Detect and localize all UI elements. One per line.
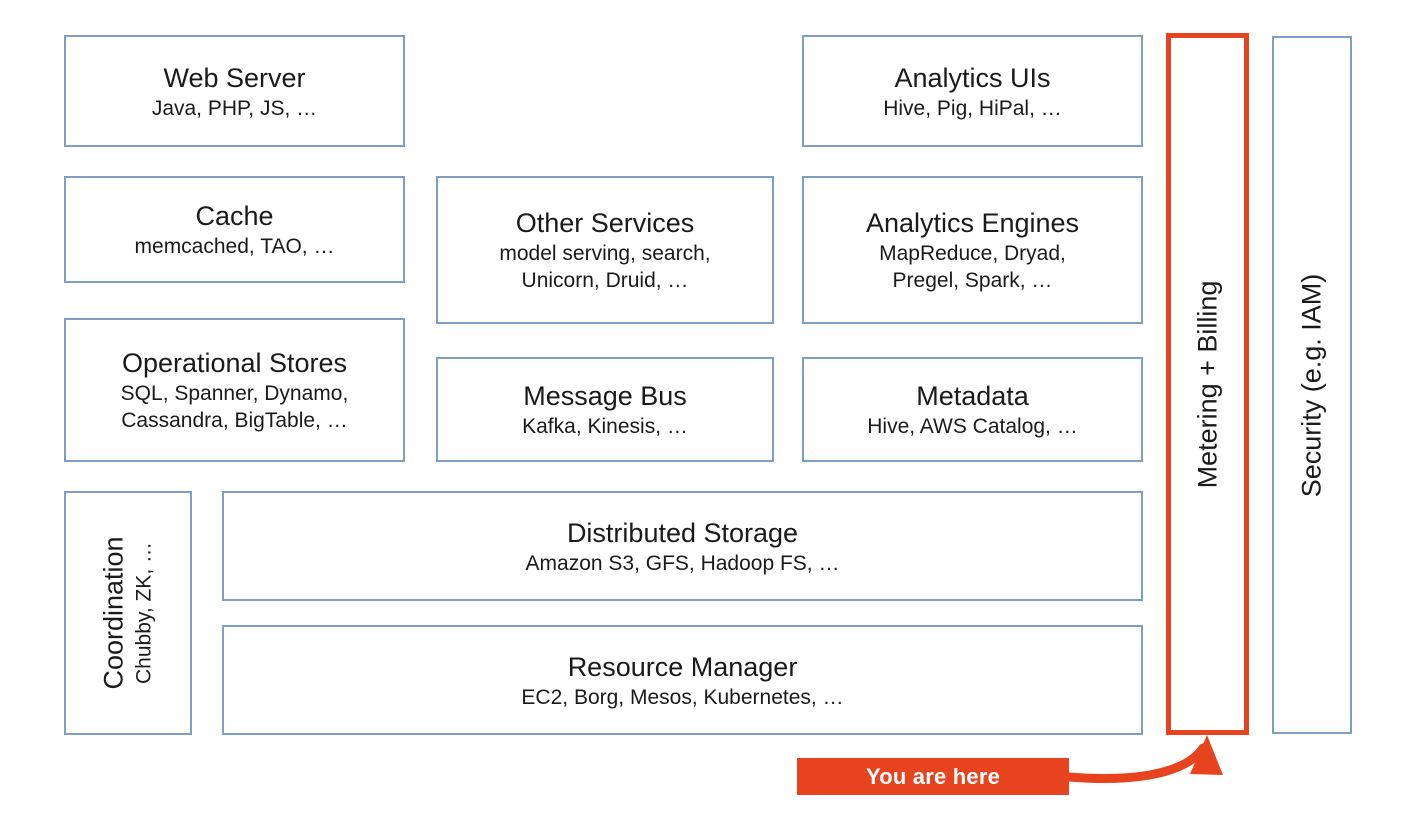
box-subtitle: SQL, Spanner, Dynamo, Cassandra, BigTabl… xyxy=(120,382,349,432)
box-metering-billing[interactable]: Metering + Billing xyxy=(1166,33,1249,735)
box-title: Web Server xyxy=(163,62,306,93)
you-are-here-callout[interactable]: You are here xyxy=(797,758,1069,795)
rotated-text-group: Metering + Billing xyxy=(1191,280,1224,488)
box-subtitle: Hive, AWS Catalog, … xyxy=(867,415,1078,438)
box-message-bus[interactable]: Message Bus Kafka, Kinesis, … xyxy=(436,357,774,462)
box-title: Analytics Engines xyxy=(865,208,1080,238)
box-subtitle: Hive, Pig, HiPal, … xyxy=(883,96,1062,120)
box-analytics-engines[interactable]: Analytics Engines MapReduce, Dryad, Preg… xyxy=(802,176,1143,324)
box-distributed-storage[interactable]: Distributed Storage Amazon S3, GFS, Hado… xyxy=(222,491,1143,601)
box-title: Other Services xyxy=(515,208,695,238)
callout-label: You are here xyxy=(865,763,1001,789)
box-title: Cache xyxy=(195,201,274,231)
box-security[interactable]: Security (e.g. IAM) xyxy=(1272,36,1352,734)
box-other-services[interactable]: Other Services model serving, search, Un… xyxy=(436,176,774,324)
box-title: Resource Manager xyxy=(567,651,798,682)
rotated-text-group: Security (e.g. IAM) xyxy=(1296,273,1329,497)
box-coordination[interactable]: Coordination Chubby, ZK, … xyxy=(64,491,192,735)
box-cache[interactable]: Cache memcached, TAO, … xyxy=(64,176,405,283)
rotated-text-group: Coordination Chubby, ZK, … xyxy=(98,536,158,689)
box-title: Security (e.g. IAM) xyxy=(1296,273,1327,497)
box-title: Metering + Billing xyxy=(1192,280,1223,488)
box-subtitle: MapReduce, Dryad, Pregel, Spark, … xyxy=(879,242,1066,292)
box-subtitle: memcached, TAO, … xyxy=(134,235,335,258)
box-resource-manager[interactable]: Resource Manager EC2, Borg, Mesos, Kuber… xyxy=(222,625,1143,735)
box-subtitle: Amazon S3, GFS, Hadoop FS, … xyxy=(525,551,840,575)
box-subtitle: Java, PHP, JS, … xyxy=(151,96,318,120)
box-title: Distributed Storage xyxy=(566,517,799,548)
box-title: Coordination xyxy=(99,536,130,690)
box-web-server[interactable]: Web Server Java, PHP, JS, … xyxy=(64,35,405,147)
box-title: Metadata xyxy=(916,381,1029,411)
box-metadata[interactable]: Metadata Hive, AWS Catalog, … xyxy=(802,357,1143,462)
box-title: Message Bus xyxy=(523,381,687,411)
box-subtitle: model serving, search, Unicorn, Druid, … xyxy=(499,242,711,292)
box-title: Operational Stores xyxy=(121,348,348,378)
box-subtitle: Chubby, ZK, … xyxy=(133,542,157,685)
box-title: Analytics UIs xyxy=(894,62,1051,93)
box-subtitle: EC2, Borg, Mesos, Kubernetes, … xyxy=(521,685,844,709)
box-analytics-uis[interactable]: Analytics UIs Hive, Pig, HiPal, … xyxy=(802,35,1143,147)
box-operational-stores[interactable]: Operational Stores SQL, Spanner, Dynamo,… xyxy=(64,318,405,462)
box-subtitle: Kafka, Kinesis, … xyxy=(522,415,688,438)
